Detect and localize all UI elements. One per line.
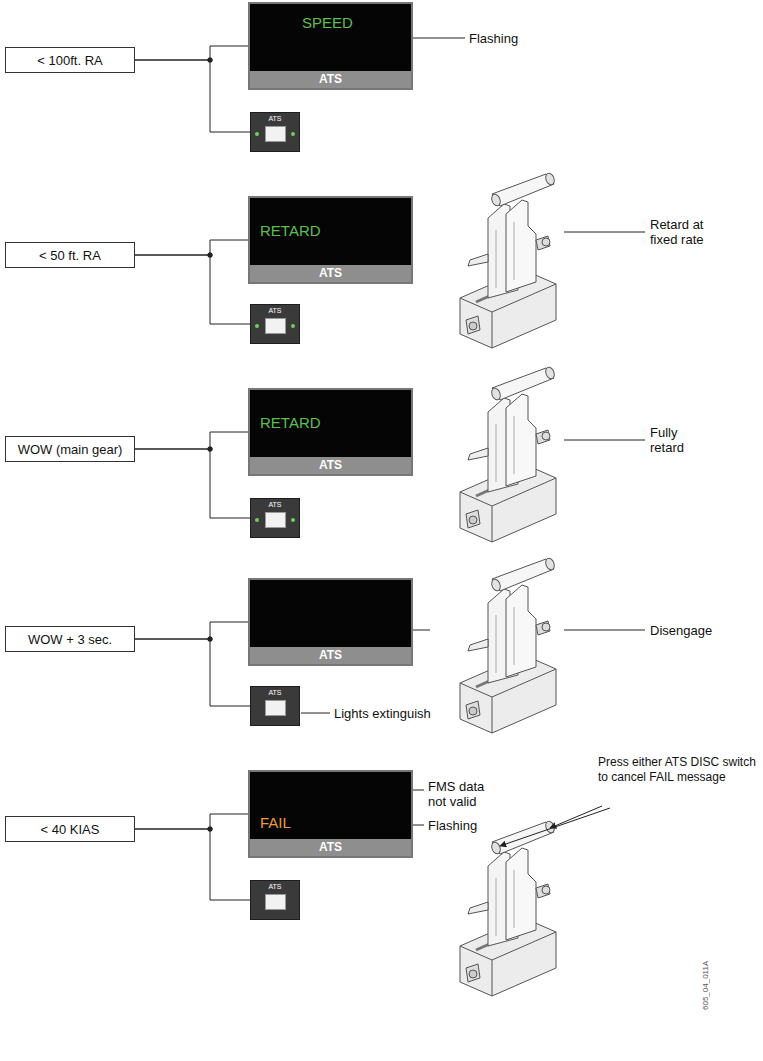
condition-text: WOW + 3 sec. bbox=[28, 632, 112, 647]
callout-arrow bbox=[550, 806, 602, 828]
connector bbox=[135, 432, 248, 449]
junction-dot bbox=[208, 637, 213, 642]
display-label: ATS bbox=[250, 71, 411, 88]
ats-display: SPEED ATS bbox=[248, 2, 413, 90]
display-label: ATS bbox=[250, 839, 411, 856]
leader-line bbox=[301, 713, 330, 714]
connector bbox=[135, 240, 248, 255]
annotation: Disengage bbox=[650, 623, 712, 638]
ats-display: ATS bbox=[248, 578, 413, 666]
connector bbox=[135, 639, 250, 706]
annotation: Flashing bbox=[469, 31, 518, 46]
condition-text: < 100ft. RA bbox=[37, 53, 102, 68]
connector bbox=[135, 814, 248, 829]
display-label: ATS bbox=[250, 647, 411, 664]
button-label: ATS bbox=[251, 689, 299, 697]
annotation: Fully retard bbox=[650, 425, 710, 455]
junction-dot bbox=[208, 827, 213, 832]
display-message: RETARD bbox=[260, 414, 321, 431]
ats-display: FAIL ATS bbox=[248, 770, 413, 858]
button-face bbox=[265, 512, 286, 528]
indicator-light bbox=[255, 324, 259, 328]
leader-line bbox=[413, 825, 424, 826]
condition-text: < 40 KIAS bbox=[41, 822, 100, 837]
indicator-light bbox=[291, 132, 295, 136]
connector bbox=[135, 449, 250, 518]
leader-line bbox=[564, 630, 645, 631]
indicator-light bbox=[291, 324, 295, 328]
connector bbox=[135, 60, 250, 132]
annotation: Lights extinguish bbox=[334, 706, 431, 721]
ats-button: ATS bbox=[250, 498, 300, 538]
condition-box: < 50 ft. RA bbox=[5, 242, 135, 268]
annotation: Flashing bbox=[428, 818, 477, 833]
display-message: FAIL bbox=[260, 814, 291, 831]
junction-dot bbox=[208, 253, 213, 258]
junction-dot bbox=[208, 447, 213, 452]
indicator-light bbox=[255, 132, 259, 136]
junction-dot bbox=[208, 637, 213, 642]
indicator-light bbox=[255, 518, 259, 522]
ats-button: ATS bbox=[250, 304, 300, 344]
ats-display: RETARD ATS bbox=[248, 388, 413, 476]
annotation: FMS data not valid bbox=[428, 779, 500, 809]
junction-dot bbox=[208, 827, 213, 832]
thrust-lever bbox=[460, 557, 556, 733]
display-label: ATS bbox=[250, 457, 411, 474]
indicator-light bbox=[291, 518, 295, 522]
button-label: ATS bbox=[251, 883, 299, 891]
leader-line bbox=[564, 232, 645, 233]
button-face bbox=[265, 894, 286, 910]
ats-button: ATS bbox=[250, 686, 300, 726]
display-message: RETARD bbox=[260, 222, 321, 239]
ats-display: RETARD ATS bbox=[248, 196, 413, 284]
annotation: Press either ATS DISC switch to cancel F… bbox=[598, 755, 758, 785]
junction-dot bbox=[208, 447, 213, 452]
button-face bbox=[265, 700, 286, 716]
leader-line bbox=[564, 440, 645, 441]
thrust-lever bbox=[460, 820, 556, 996]
display-message: SPEED bbox=[302, 14, 353, 31]
leader-line bbox=[413, 790, 424, 791]
display-label: ATS bbox=[250, 265, 411, 282]
junction-dot bbox=[208, 253, 213, 258]
ats-button: ATS bbox=[250, 112, 300, 152]
figure-number: 605_04_011A bbox=[700, 961, 711, 1010]
button-label: ATS bbox=[251, 307, 299, 315]
thrust-lever bbox=[460, 172, 556, 348]
leader-line bbox=[413, 38, 465, 39]
condition-box: WOW + 3 sec. bbox=[5, 626, 135, 652]
leader-line bbox=[413, 630, 430, 631]
condition-box: WOW (main gear) bbox=[5, 436, 135, 462]
connector bbox=[135, 622, 248, 639]
thrust-lever bbox=[460, 366, 556, 542]
button-label: ATS bbox=[251, 115, 299, 123]
button-label: ATS bbox=[251, 501, 299, 509]
condition-text: < 50 ft. RA bbox=[39, 248, 101, 263]
annotation: Retard at fixed rate bbox=[650, 217, 730, 247]
button-face bbox=[265, 126, 286, 142]
junction-dot bbox=[208, 58, 213, 63]
ats-button: ATS bbox=[250, 880, 300, 920]
connector bbox=[135, 255, 250, 324]
button-face bbox=[265, 318, 286, 334]
condition-text: WOW (main gear) bbox=[18, 442, 123, 457]
condition-box: < 40 KIAS bbox=[5, 816, 135, 842]
junction-dot bbox=[208, 58, 213, 63]
condition-box: < 100ft. RA bbox=[5, 47, 135, 73]
connector bbox=[135, 829, 250, 900]
connector bbox=[135, 46, 248, 60]
callout-arrow bbox=[500, 808, 610, 846]
